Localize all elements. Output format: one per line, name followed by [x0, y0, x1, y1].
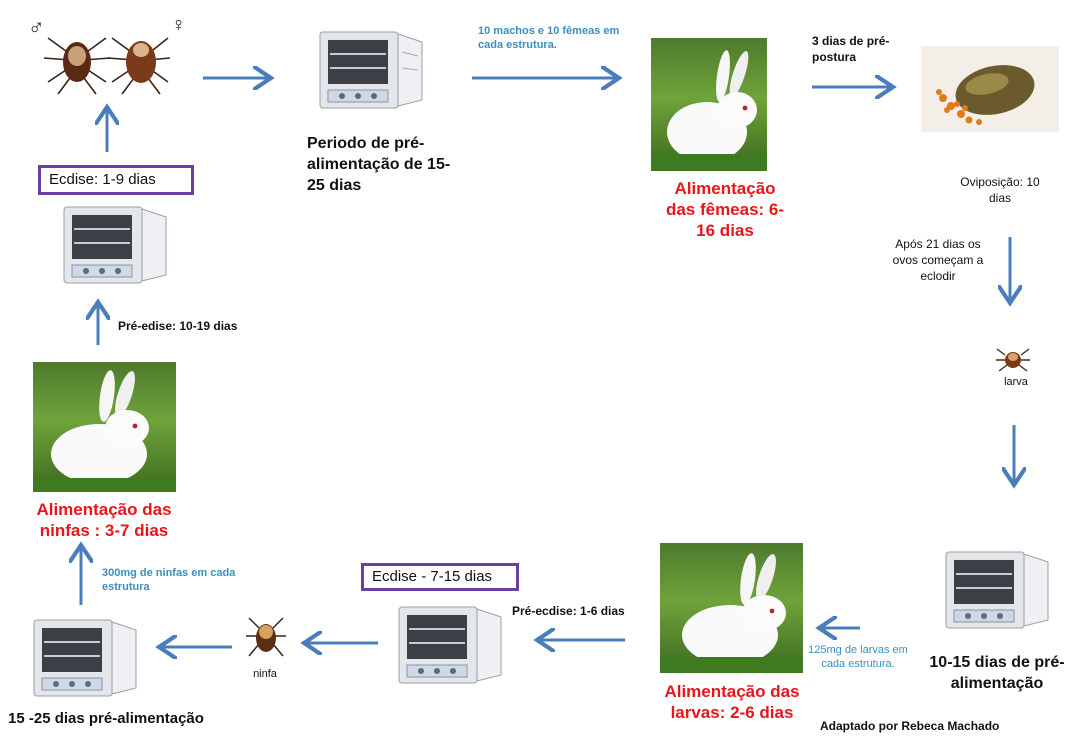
incubator-larvae	[944, 548, 1054, 636]
incubator-icon	[945, 551, 1049, 629]
incubator-nymphs	[32, 616, 142, 704]
feeding-females-label: Alimentação das fêmeas: 6-16 dias	[665, 179, 785, 240]
rabbit-icon	[660, 553, 803, 673]
incubator-adult-ecdysis	[62, 203, 172, 291]
nymph-label: ninfa	[253, 668, 277, 680]
hatching-label: Após 21 dias os ovos começam a eclodir	[892, 237, 984, 283]
note-males-females: 10 machos e 10 fêmeas em cada estrutura.	[478, 25, 620, 51]
rabbit-photo-females	[651, 38, 767, 171]
ecdysis-nymph-box: Ecdise - 7-15 dias	[361, 563, 519, 591]
incubator-icon	[319, 31, 423, 109]
tick-pair-icon	[43, 37, 170, 95]
male-symbol: ♂	[28, 14, 45, 39]
note-larvae: 125mg de larvas em cada estrutura.	[808, 644, 908, 670]
pre-laying-label: 3 dias de pré-postura	[812, 34, 890, 64]
incubator-top	[318, 28, 428, 116]
credit-label: Adaptado por Rebeca Machado	[820, 719, 1000, 733]
incubator-icon	[398, 606, 502, 684]
note-nymphs: 300mg de ninfas em cada estrutura	[102, 567, 236, 593]
pre-ecdysis-adult-label: Pré-edise: 10-19 dias	[118, 319, 238, 333]
incubator-icon	[33, 619, 137, 697]
feeding-larvae-label: Alimentação das larvas: 2-6 dias	[664, 682, 800, 722]
pre-feeding-period-label: Periodo de pré-alimentação de 15-25 dias	[307, 135, 451, 194]
oviposition-label: Oviposição: 10 dias	[960, 175, 1040, 205]
nymph-icon	[246, 617, 286, 657]
rabbit-photo-nymphs	[33, 362, 176, 492]
rabbit-icon	[33, 370, 176, 492]
larva-label: larva	[1004, 376, 1028, 388]
feeding-nymphs-label: Alimentação das ninfas : 3-7 dias	[36, 500, 172, 540]
incubator-icon	[63, 206, 167, 284]
pre-ecdysis-label: Pré-ecdise: 1-6 dias	[512, 604, 625, 618]
adult-ticks-illustration: ♂ ♀	[28, 10, 186, 100]
rabbit-photo-larvae	[660, 543, 803, 673]
female-symbol: ♀	[171, 14, 186, 36]
larva-icon	[996, 348, 1030, 372]
ecdysis-adult-box: Ecdise: 1-9 dias	[38, 165, 194, 195]
rabbit-icon	[651, 50, 767, 171]
engorged-tick-icon	[936, 65, 1035, 125]
engorged-female-photo	[921, 46, 1059, 132]
incubator-ecdysis	[397, 603, 507, 691]
larvae-pre-feeding-label: 10-15 dias de pré-alimentação	[929, 654, 1065, 692]
nymph-pre-feeding-label: 15 -25 dias pré-alimentação	[8, 710, 204, 727]
